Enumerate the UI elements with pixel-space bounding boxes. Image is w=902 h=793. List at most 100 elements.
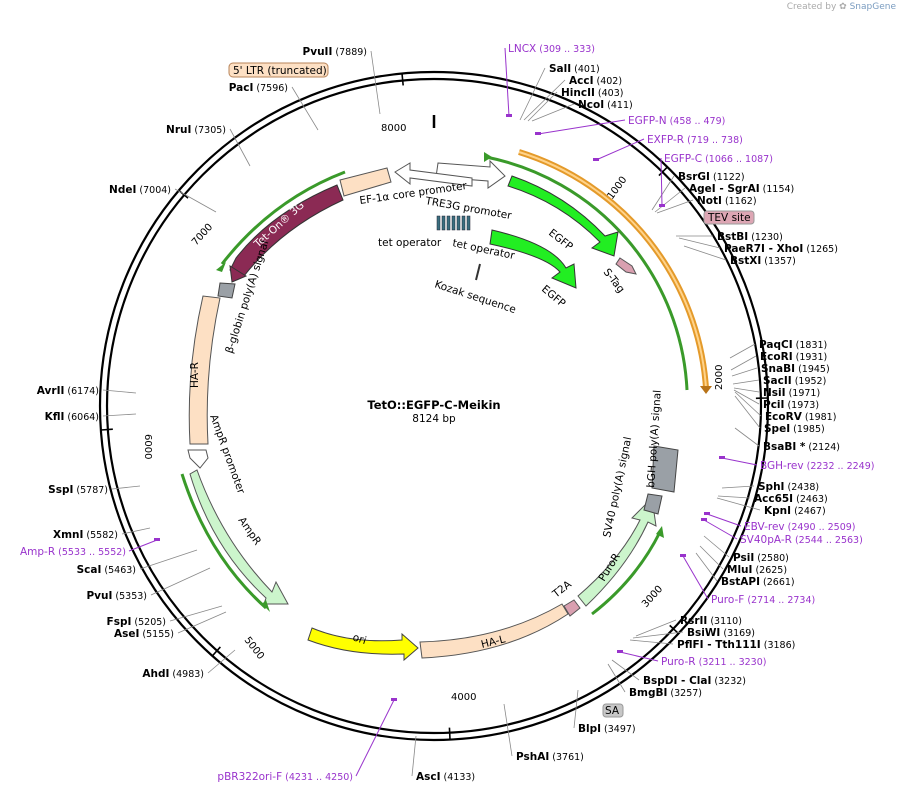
enzyme-site[interactable]: BsrGI (1122) <box>651 171 745 211</box>
enzyme-site[interactable]: PciI (1973) <box>733 389 819 411</box>
primer-site[interactable]: EGFP-C (1066 .. 1087) <box>659 153 773 207</box>
enzyme-site[interactable]: NotI (1162) <box>656 195 757 214</box>
enzyme-site[interactable]: PflFI - Tth111I (3186) <box>629 639 795 651</box>
sv40-feature <box>643 493 663 515</box>
enzyme-position: (1230) <box>748 232 783 243</box>
enzyme-leader-line <box>733 387 760 393</box>
enzyme-extra: - XhoI <box>765 243 803 255</box>
enzyme-leader-line <box>734 427 760 447</box>
enzyme-site[interactable]: NdeI (7004) <box>109 184 217 213</box>
enzyme-site[interactable]: KpnI (2467) <box>716 497 826 517</box>
primer-site[interactable]: SV40pA-R (2544 .. 2563) <box>701 518 863 546</box>
egfp-arc-head <box>484 152 492 162</box>
enzyme-site[interactable]: NsiI (1971) <box>733 387 820 399</box>
enzyme-site[interactable]: BspDI - ClaI (3232) <box>611 659 746 687</box>
primer-site[interactable]: Puro-R (3211 .. 3230) <box>617 650 766 668</box>
enzyme-site[interactable]: AccI (402) <box>523 75 622 121</box>
enzyme-leader-line <box>730 355 757 371</box>
enzyme-site[interactable]: SphI (2438) <box>721 481 819 493</box>
primer-site[interactable]: EXFP-R (719 .. 738) <box>593 134 743 161</box>
primer-site[interactable]: BGH-rev (2232 .. 2249) <box>719 456 874 472</box>
ha-l-feature <box>419 603 569 659</box>
enzyme-site[interactable]: BstBI (1230) <box>676 231 783 243</box>
enzyme-site[interactable]: SpeI (1985) <box>734 395 825 435</box>
enzyme-site[interactable]: BstXI (1357) <box>683 245 796 267</box>
primer-name: EGFP-C <box>664 153 702 165</box>
enzyme-position: (2463) <box>793 494 828 505</box>
enzyme-name: AscI <box>416 771 441 783</box>
enzyme-site[interactable]: PacI (7596) <box>229 82 319 131</box>
enzyme-site[interactable]: RsrII (3110) <box>635 615 742 637</box>
enzyme-site[interactable]: KflI (6064) <box>45 411 137 423</box>
enzyme-site[interactable]: NcoI (411) <box>531 99 633 122</box>
enzyme-position: (402) <box>593 76 622 87</box>
enzyme-name: PshAI <box>516 751 549 763</box>
enzyme-position: (5463) <box>101 565 136 576</box>
enzyme-site[interactable]: BsaBI * (2124) <box>734 427 840 453</box>
enzyme-site[interactable]: AseI (5155) <box>114 611 227 640</box>
enzyme-site[interactable]: PaqCI (1831) <box>729 339 827 359</box>
enzyme-label: MluI (2625) <box>727 564 787 576</box>
enzyme-leader-line <box>733 389 760 405</box>
enzyme-label: PshAI (3761) <box>516 751 584 763</box>
enzyme-site[interactable]: SnaBI (1945) <box>731 363 830 377</box>
enzyme-label: ScaI (5463) <box>77 564 136 576</box>
enzyme-site[interactable]: ScaI (5463) <box>77 549 198 576</box>
enzyme-position: (1952) <box>792 376 827 387</box>
enzyme-site[interactable]: HincII (403) <box>527 87 623 122</box>
tick-mark <box>211 646 221 657</box>
enzyme-site[interactable]: FspI (5205) <box>107 605 223 628</box>
primer-site[interactable]: pBR322ori-F (4231 .. 4250) <box>217 698 397 783</box>
t2a-label: T2A <box>550 578 575 601</box>
enzyme-site[interactable]: AvrII (6174) <box>37 385 137 397</box>
enzyme-label: BsiWI (3169) <box>687 627 755 639</box>
enzyme-name: AgeI <box>689 183 716 195</box>
enzyme-label: AscI (4133) <box>416 771 475 783</box>
enzyme-site[interactable]: PsiI (2580) <box>703 535 789 564</box>
enzyme-label: KpnI (2467) <box>764 505 826 517</box>
enzyme-site[interactable]: BmgBI (3257) <box>607 663 702 699</box>
enzyme-site[interactable]: XmnI (5582) <box>53 527 151 541</box>
primer-label: pBR322ori-F (4231 .. 4250) <box>217 771 353 783</box>
enzyme-site[interactable]: BlpI (3497) <box>573 689 636 735</box>
enzyme-site[interactable]: BsiWI (3169) <box>632 627 755 639</box>
enzyme-site[interactable]: EcoRI (1931) <box>730 351 827 371</box>
enzyme-site[interactable]: BstAPI (2661) <box>695 552 795 588</box>
primer-site[interactable]: Amp-R (5533 .. 5552) <box>20 538 160 558</box>
enzyme-site[interactable]: PshAI (3761) <box>503 703 584 763</box>
enzyme-site[interactable]: SspI (5787) <box>48 484 141 496</box>
enzyme-leader-line <box>716 497 761 511</box>
enzyme-site[interactable]: EcoRV (1981) <box>734 391 836 423</box>
ampr-green-arc <box>180 473 268 610</box>
tick-label: 2000 <box>714 365 725 390</box>
enzyme-leader-line <box>629 639 674 645</box>
enzyme-site[interactable]: SacII (1952) <box>732 375 827 387</box>
primer-site[interactable]: LNCX (309 .. 333) <box>504 43 595 117</box>
tick-label: 5000 <box>242 635 266 662</box>
enzyme-name: BsiWI <box>687 627 720 639</box>
enzyme-label: NdeI (7004) <box>109 184 171 196</box>
ha-l-label: HA-L <box>480 633 507 651</box>
enzyme-leader-line <box>102 389 137 394</box>
enzyme-name: SalI <box>549 63 571 75</box>
enzyme-site[interactable]: SalI (401) <box>519 63 600 121</box>
primer-site[interactable]: EBV-rev (2490 .. 2509) <box>704 512 856 533</box>
primer-name: Amp-R <box>20 546 55 558</box>
enzyme-name: SpeI <box>764 423 790 435</box>
enzyme-leader-line <box>177 611 227 634</box>
enzyme-site[interactable]: AhdI (4983) <box>142 649 236 680</box>
enzyme-label: XmnI (5582) <box>53 529 118 541</box>
enzyme-leader-line <box>150 567 211 596</box>
enzyme-site[interactable]: PvuI (5353) <box>86 567 211 602</box>
enzyme-site[interactable]: AgeI - SgrAI (1154) <box>654 183 794 213</box>
enzyme-site[interactable]: Acc65I (2463) <box>717 493 828 505</box>
primer-mark <box>719 456 725 459</box>
enzyme-site[interactable]: PvuII (7889) <box>303 46 381 115</box>
primer-site[interactable]: EGFP-N (458 .. 479) <box>535 115 725 135</box>
enzyme-site[interactable]: MluI (2625) <box>699 545 787 576</box>
enzyme-site[interactable]: NruI (7305) <box>166 124 251 167</box>
primer-site[interactable]: Puro-F (2714 .. 2734) <box>680 554 815 606</box>
enzyme-site[interactable]: AscI (4133) <box>411 735 475 783</box>
enzyme-name: SphI <box>758 481 784 493</box>
enzyme-site[interactable]: PaeR7I - XhoI (1265) <box>678 237 838 255</box>
